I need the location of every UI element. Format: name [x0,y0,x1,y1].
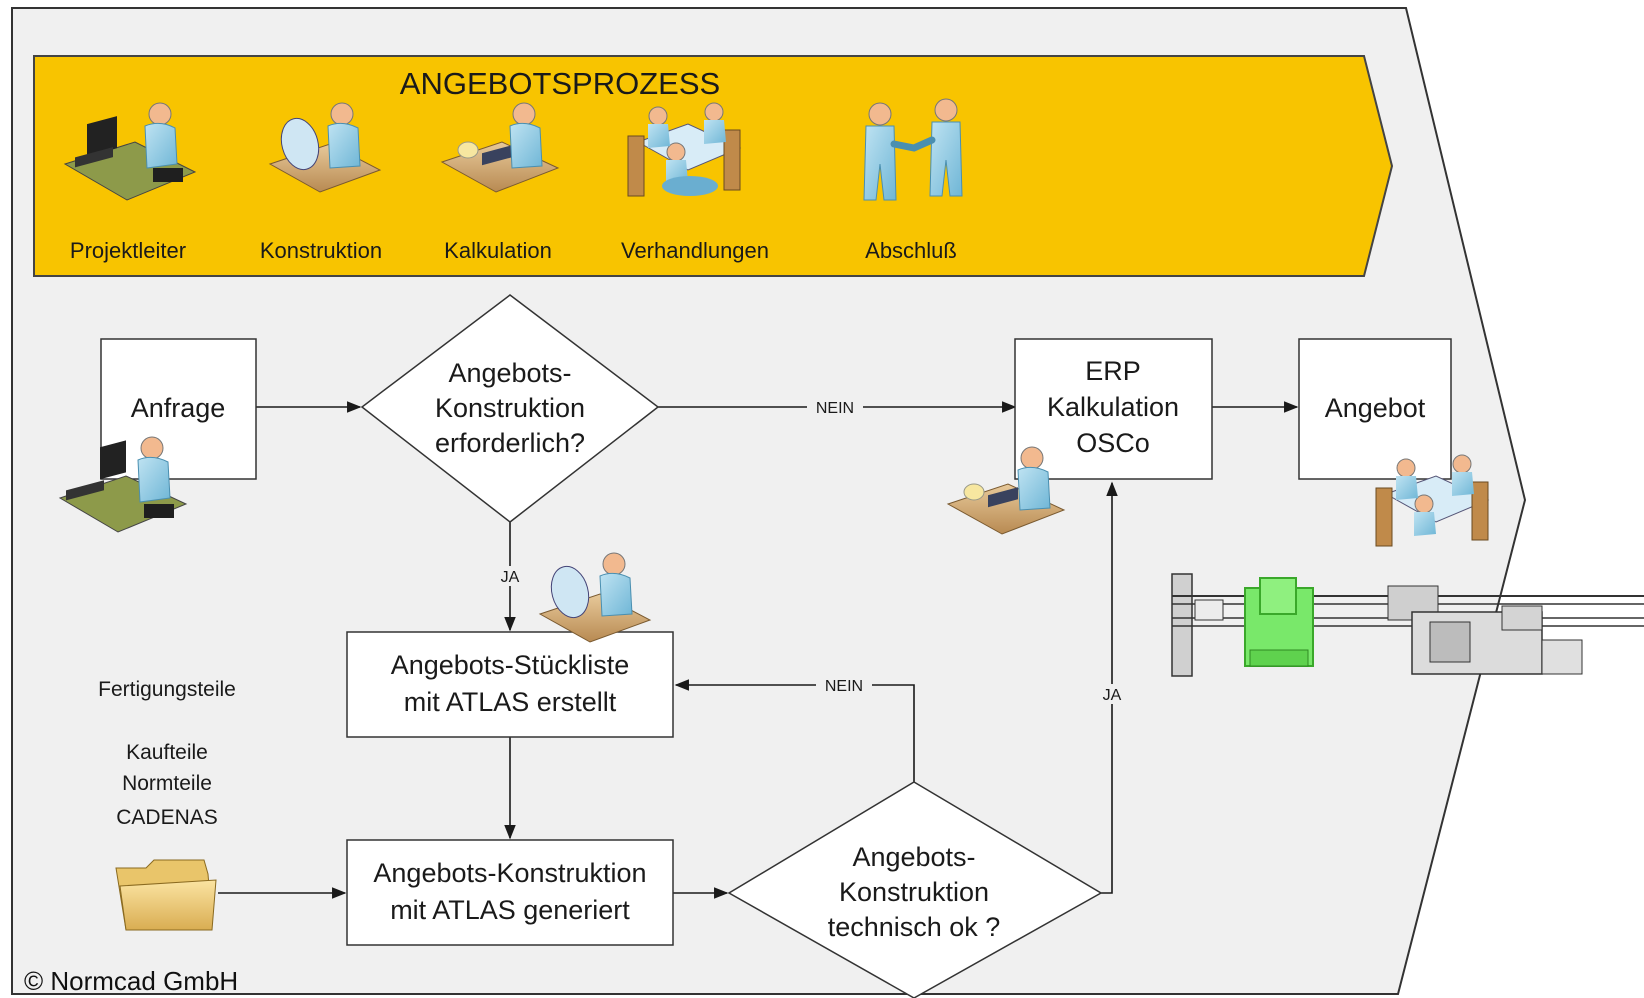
side-note-fertigungsteile: Fertigungsteile [98,678,236,701]
role-label-projektleiter: Projektleiter [70,238,186,263]
node-konstruktion-line-1: Angebots-Konstruktion [373,858,646,888]
node-decision-2-line-1: Angebots- [852,842,975,872]
side-note-cadenas: CADENAS [116,806,218,829]
designer-at-drafting-table-icon [538,552,652,643]
role-label-konstruktion: Konstruktion [260,238,382,263]
node-stueckliste: Angebots-Stückliste mit ATLAS erstellt [346,631,674,738]
edge-label-nein-back: NEIN [825,678,863,695]
banner: ANGEBOTSPROZESS [33,55,1394,277]
banner-arrow [33,55,1394,277]
node-decision-2: Angebots- Konstruktion technisch ok ? [727,781,1103,998]
edge-decision-2-up-to-erp [1101,481,1118,894]
edge-decision-2-back-to-stueckliste [674,679,915,782]
copyright-notice: © Normcad GmbH [24,966,238,996]
banner-title: ANGEBOTSPROZESS [400,66,720,101]
node-stueckliste-line-1: Angebots-Stückliste [391,650,630,680]
handshake-icon [863,98,963,201]
node-anfrage-label: Anfrage [131,393,226,423]
machine-drawing-icon [1171,573,1644,677]
calculator-desk-icon [946,446,1066,535]
node-decision-1-line-1: Angebots- [448,358,571,388]
role-label-kalkulation: Kalkulation [444,238,552,263]
side-note-normteile: Normteile [122,772,212,795]
node-decision-2-line-3: technisch ok ? [828,912,1001,942]
designer-at-drafting-table-icon [268,102,382,193]
node-erp-line-3: OSCo [1076,428,1150,458]
edge-label-ja-up: JA [1103,687,1122,704]
side-note-kaufteile: Kaufteile [126,741,208,764]
node-decision-1-line-2: Konstruktion [435,393,585,423]
node-angebot-label: Angebot [1325,393,1426,423]
node-erp-line-1: ERP [1085,356,1141,386]
node-decision-1-line-3: erforderlich? [435,428,585,458]
node-konstruktion-line-2: mit ATLAS generiert [390,895,630,925]
folder-icon [115,859,217,931]
node-decision-1: Angebots- Konstruktion erforderlich? [360,294,660,523]
person-at-computer-icon [58,436,188,533]
node-erp-line-2: Kalkulation [1047,392,1179,422]
person-at-computer-icon [63,102,197,201]
edge-labels: NEIN JA NEIN JA [492,397,1130,704]
role-label-verhandlungen: Verhandlungen [621,238,769,263]
calculator-desk-icon [440,102,560,193]
node-decision-2-line-2: Konstruktion [839,877,989,907]
edge-label-nein-top: NEIN [816,400,854,417]
meeting-table-icon [627,102,742,197]
node-stueckliste-line-2: mit ATLAS erstellt [404,687,617,717]
edge-label-ja-down: JA [501,569,520,586]
role-label-abschluss: Abschluß [865,238,957,263]
node-angebot: Angebot [1298,338,1452,480]
node-erp: ERP Kalkulation OSCo [1014,338,1213,480]
node-konstruktion: Angebots-Konstruktion mit ATLAS generier… [346,839,674,946]
meeting-table-icon [1375,454,1490,547]
node-anfrage: Anfrage [100,338,257,480]
